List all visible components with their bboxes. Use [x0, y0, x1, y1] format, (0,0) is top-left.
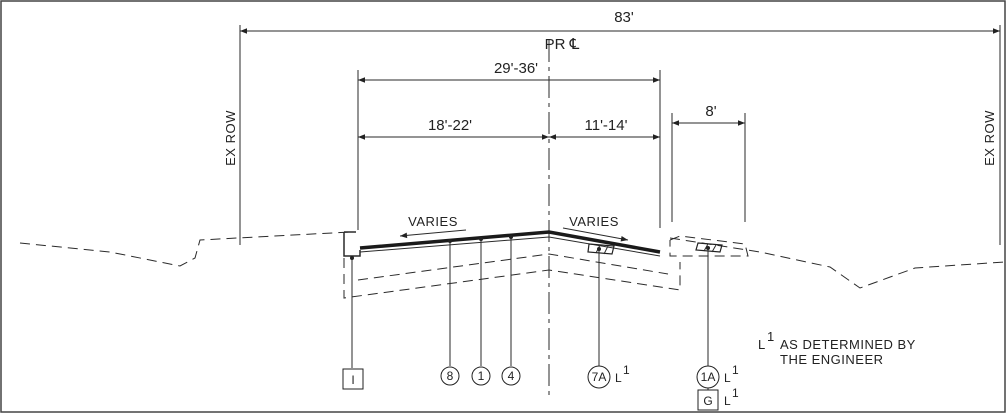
pavement-total-dimension-label: 29'-36' — [494, 60, 538, 77]
leader-1-dot — [479, 237, 483, 241]
ex-row-right-label: EX ROW — [982, 110, 997, 166]
varies-left-arrow — [399, 229, 467, 239]
callout-box-g — [697, 389, 719, 411]
callout-circle-4 — [501, 366, 521, 386]
subbase-line — [357, 253, 669, 281]
right-lane-dimension-label: 11'-14' — [585, 117, 628, 134]
hatch-block-7a — [587, 243, 615, 255]
varies-right-label: VARIES — [569, 214, 619, 229]
callout-circle-1 — [471, 366, 491, 386]
callout-7a-text: 7A — [592, 370, 607, 384]
curb-left — [343, 232, 361, 257]
hatch-block-1a — [695, 242, 723, 253]
shoulder-dimension-label: 8' — [705, 103, 716, 120]
ex-row-left-label: EX ROW — [223, 110, 238, 166]
callout-1-text: 1 — [478, 369, 485, 383]
overall-dimension-label: 83' — [614, 9, 634, 26]
callout-1a-text: 1A — [701, 370, 716, 384]
footnote-mark-7a: L — [615, 371, 622, 385]
varies-left-label: VARIES — [408, 214, 458, 229]
leader-1a-dot — [706, 246, 710, 250]
pavement-surface — [359, 230, 661, 254]
note-mark: L — [758, 337, 766, 352]
footnote-sup-7a: 1 — [623, 363, 630, 377]
callout-8-text: 8 — [447, 369, 454, 383]
centerline-label: PR ℄ — [545, 36, 580, 53]
subgrade-outline — [343, 258, 681, 299]
note-line-1: AS DETERMINED BY — [780, 337, 916, 352]
hatch-1a-1 — [703, 243, 709, 252]
existing-ground-left — [19, 231, 351, 267]
footnote-sup-1a: 1 — [732, 363, 739, 377]
callout-g-text: G — [703, 394, 712, 408]
leader-7a-dot — [597, 247, 601, 251]
callout-circle-7a — [587, 365, 611, 389]
pavement-bottom-line — [359, 236, 661, 257]
shoulder-outline — [669, 235, 749, 257]
callout-4-text: 4 — [508, 369, 515, 383]
footnote-sup-g: 1 — [732, 386, 739, 400]
footnote-mark-g: L — [724, 394, 731, 408]
varies-right-arrow — [562, 227, 629, 242]
leader-4-dot — [509, 235, 513, 239]
note-line-2: THE ENGINEER — [780, 352, 884, 367]
leader-i-dot — [350, 256, 354, 260]
leader-8-dot — [448, 239, 452, 243]
footnote-mark-1a: L — [724, 371, 731, 385]
hatch-1a-2 — [711, 244, 717, 253]
callout-box-i — [342, 368, 364, 390]
left-lane-dimension-label: 18'-22' — [428, 117, 472, 134]
callout-i-text: I — [351, 373, 354, 387]
hatch-7a-2 — [603, 245, 609, 255]
existing-ground-right — [669, 237, 1005, 289]
note-sup: 1 — [767, 329, 775, 344]
callout-circle-8 — [440, 366, 460, 386]
